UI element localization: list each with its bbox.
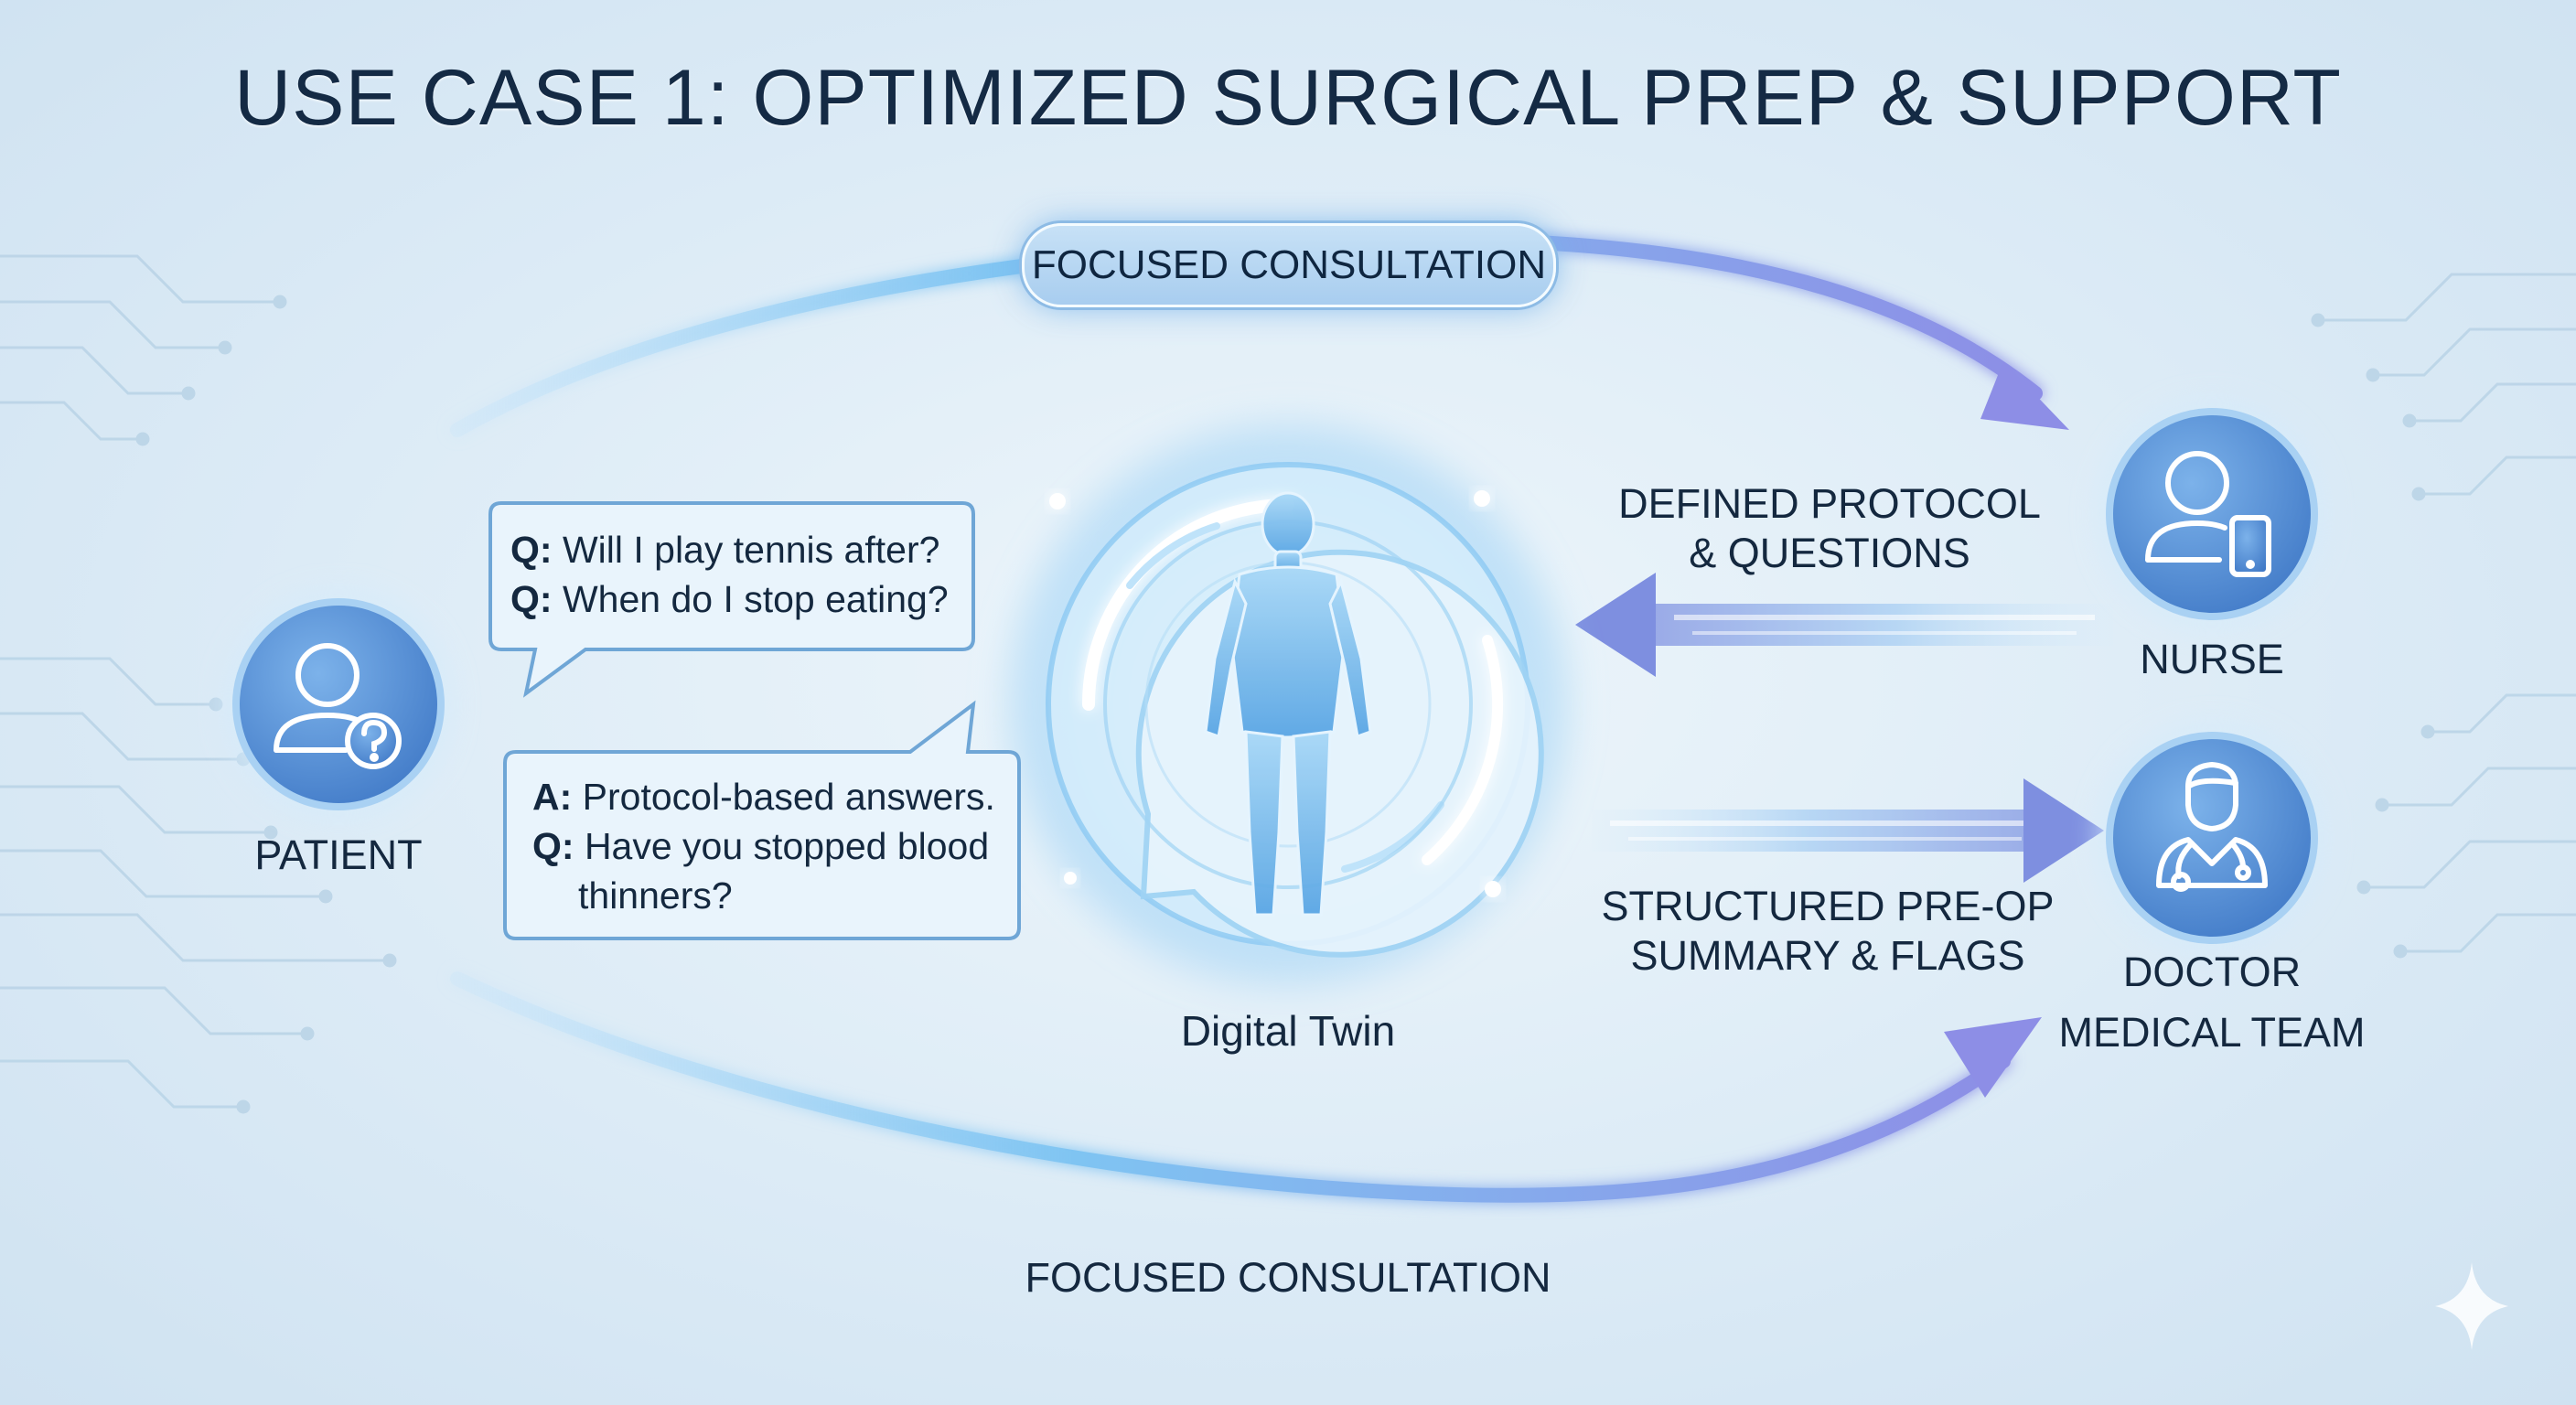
protocol-arrow-label-line1: DEFINED PROTOCOL	[1618, 480, 2041, 527]
question-line-2-prefix: Q:	[510, 578, 553, 620]
circuit-traces-right	[2311, 273, 2576, 959]
doctor-label-line1: DOCTOR	[2122, 949, 2302, 995]
summary-arrow-label: STRUCTURED PRE-OP SUMMARY & FLAGS	[1599, 882, 2056, 981]
question-line-2-text: When do I stop eating?	[562, 578, 949, 620]
question-line-1: Q: Will I play tennis after?	[510, 525, 949, 574]
question-bubble-text: Q: Will I play tennis after? Q: When do …	[510, 525, 949, 624]
doctor-label: DOCTOR MEDICAL TEAM	[1983, 948, 2441, 1057]
question-line-1-prefix: Q:	[510, 529, 553, 571]
answer-line-1-text: Protocol-based answers.	[582, 776, 995, 818]
answer-bubble	[503, 700, 1021, 940]
patient-label: PATIENT	[254, 831, 423, 878]
user-tablet-icon	[2145, 451, 2271, 577]
bottom-flow-arrow	[450, 971, 2042, 1203]
top-flow-arrowhead	[1980, 361, 2069, 430]
protocol-beam-arrow	[1575, 573, 2113, 677]
nurse-node	[2097, 399, 2327, 629]
summary-beam-arrowhead	[2023, 778, 2104, 883]
summary-beam-arrow	[1592, 778, 2104, 883]
patient-node	[223, 589, 454, 820]
protocol-arrow-label-line2: & QUESTIONS	[1689, 530, 1970, 576]
top-flow-label: FOCUSED CONSULTATION	[1022, 223, 1556, 307]
bottom-flow-label: FOCUSED CONSULTATION	[1025, 1254, 1551, 1301]
summary-arrow-label-line1: STRUCTURED PRE-OP	[1601, 883, 2055, 929]
answer-line-1-prefix: A:	[532, 776, 573, 818]
answer-line-3: thinners?	[578, 874, 733, 917]
doctor-node	[2097, 723, 2327, 953]
answer-bubble-text: A: Protocol-based answers. Q: Have you s…	[532, 772, 995, 920]
question-bubble	[488, 501, 975, 698]
answer-line-2-prefix: Q:	[532, 825, 574, 867]
answer-line-2-text: Have you stopped blood	[584, 825, 990, 867]
answer-line-2: Q: Have you stopped blood	[532, 821, 995, 871]
answer-line-1: A: Protocol-based answers.	[532, 772, 995, 821]
question-line-2: Q: When do I stop eating?	[510, 574, 949, 624]
protocol-beam-arrowhead	[1575, 573, 1656, 677]
page-title: USE CASE 1: OPTIMIZED SURGICAL PREP & SU…	[234, 54, 2342, 142]
top-flow-label-text: FOCUSED CONSULTATION	[1031, 242, 1547, 287]
digital-twin-hub	[986, 402, 1590, 1006]
bottom-flow-arrowhead	[1944, 1017, 2042, 1098]
digital-twin-label: Digital Twin	[1180, 1007, 1396, 1055]
doctor-stethoscope-icon	[2156, 762, 2268, 892]
human-body-icon	[1204, 491, 1372, 917]
user-question-icon	[274, 643, 402, 769]
question-line-1-text: Will I play tennis after?	[562, 529, 940, 571]
summary-arrow-label-line2: SUMMARY & FLAGS	[1630, 932, 2025, 979]
protocol-arrow-label: DEFINED PROTOCOL & QUESTIONS	[1601, 479, 2058, 578]
sparkle-icon	[2435, 1262, 2508, 1350]
nurse-label: NURSE	[2140, 636, 2284, 682]
doctor-label-line2: MEDICAL TEAM	[2058, 1009, 2366, 1056]
